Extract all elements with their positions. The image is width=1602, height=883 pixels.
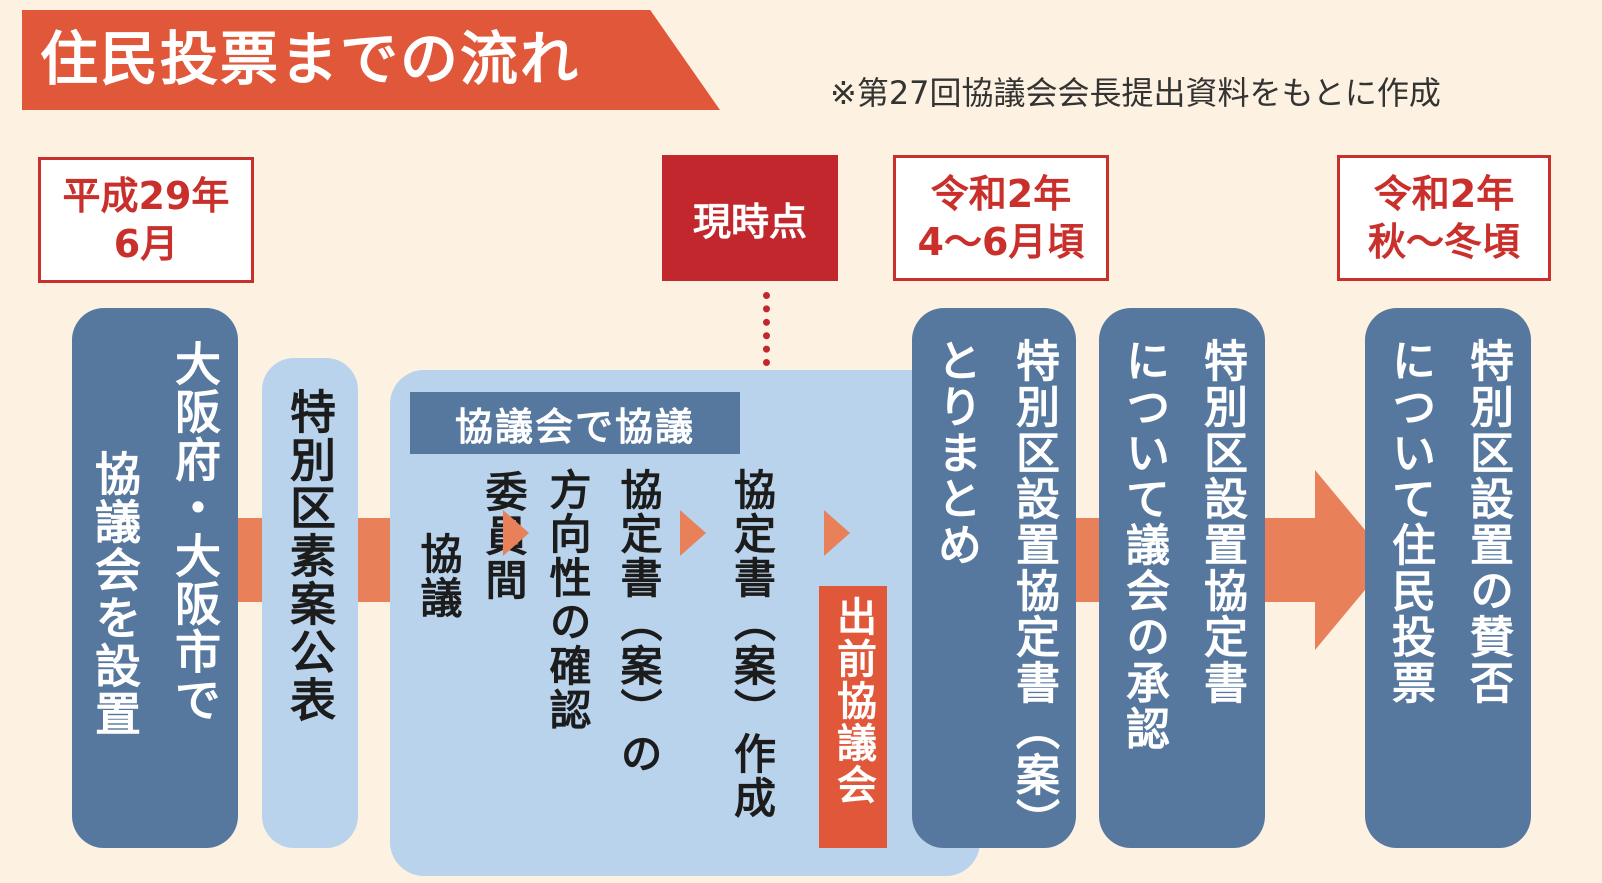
date-line: 4〜6月頃 [917,220,1085,264]
date-box-h29: 平成29年 6月 [38,157,254,283]
step-text: 方向性の確認 [543,468,592,732]
step-text: 特別区設置協定書（案） [1008,338,1059,844]
step-text: 特別区素案公表 [283,388,337,724]
step-setup-council: 大阪府・大阪市で 協議会を設置 [72,308,238,848]
step-agreement-draft: 協定書（案）作成 [722,468,782,820]
step-text: 特別区設置協定書 [1196,338,1247,706]
date-line: 令和2年 [1373,172,1515,216]
step-text: 委員間 [473,470,534,730]
date-line: 平成29年 [62,174,230,218]
step-text: 出前協議会 [830,596,876,806]
council-panel-label: 協議会で協議 [410,392,740,454]
date-line: 令和2年 [930,172,1072,216]
step-assembly-approval: 特別区設置協定書 について議会の承認 [1099,308,1265,848]
now-marker: 現時点 [662,155,838,281]
title-banner [22,10,720,110]
step-text: 協定書（案）作成 [727,468,777,820]
step-text: について住民投票 [1384,338,1435,706]
step-text: 協定書（案）の [614,468,663,776]
demae-council-badge: 出前協議会 [819,586,887,848]
date-line: 秋〜冬頃 [1367,220,1520,264]
date-box-r2-autumn: 令和2年 秋〜冬頃 [1337,155,1551,281]
step-draft-publish: 特別区素案公表 [262,358,358,848]
step-text: について議会の承認 [1118,338,1169,752]
page-title: 住民投票までの流れ [40,25,581,93]
date-box-r2-spring: 令和2年 4〜6月頃 [893,155,1109,281]
step-text: 特別区設置の賛否 [1462,338,1513,706]
step-text: とりまとめ [930,338,981,568]
step-text: 大阪府・大阪市で [168,340,222,724]
step-referendum: 特別区設置の賛否 について住民投票 [1365,308,1531,848]
step-text: 協議 [414,532,463,620]
date-line: 6月 [113,222,179,266]
source-note: ※第27回協議会会長提出資料をもとに作成 [830,74,1441,112]
step-text: 協議会を設置 [88,450,142,738]
step-compile: 特別区設置協定書（案） とりまとめ [912,308,1076,848]
step-direction-confirm: 協定書（案）の 方向性の確認 [543,468,663,776]
step-member-discussion: 委員間 協議 [414,470,528,730]
